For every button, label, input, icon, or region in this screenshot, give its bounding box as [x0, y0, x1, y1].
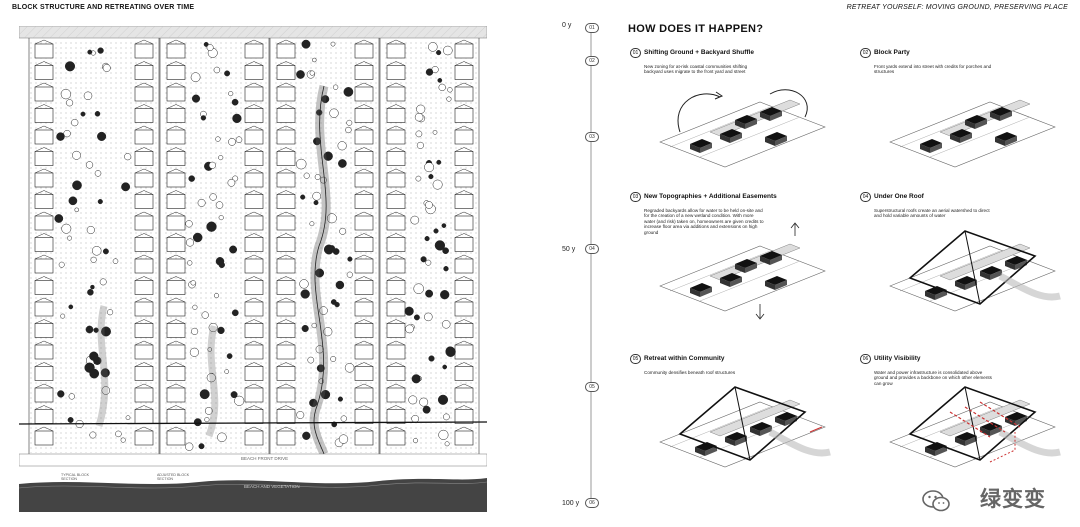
timeline-node: 03	[585, 132, 599, 142]
step-number: 05	[630, 353, 641, 364]
step-number: 04	[860, 191, 871, 202]
step-02-diagram	[889, 99, 1056, 168]
timeline-node: 02	[585, 56, 599, 66]
step-description: Superstructural roofs create an aerial w…	[874, 208, 990, 219]
right-page-title: RETREAT YOURSELF: MOVING GROUND, PRESERV…	[846, 4, 1068, 11]
step-description: Regraded backyards allow for water to be…	[644, 208, 764, 235]
step-title: Block Party	[874, 49, 910, 57]
step-description: Water and power infrastructure is consol…	[874, 370, 992, 386]
step-number: 03	[630, 191, 641, 202]
step-03-diagram	[659, 222, 826, 320]
block-plan-svg	[18, 25, 488, 512]
step-description: Front yards extend into street with cred…	[874, 64, 992, 75]
how-does-it-happen-title: HOW DOES IT HAPPEN?	[628, 23, 764, 35]
block-plan-drawing: BEACH FRONT DRIVE BEACH AND VEGETATION T…	[18, 25, 488, 512]
step-title: New Topographies + Additional Easements	[644, 193, 777, 201]
timeline-node: 06	[585, 498, 599, 508]
beach-label: BEACH AND VEGETATION	[244, 484, 300, 489]
step-number: 02	[860, 47, 871, 58]
step-title: Shifting Ground + Backyard Shuffle	[644, 49, 754, 57]
step-title: Retreat within Community	[644, 355, 725, 363]
watermark-text: 绿变变	[980, 488, 1046, 511]
road-label: BEACH FRONT DRIVE	[241, 456, 289, 461]
timeline-label: 100 y	[562, 500, 580, 507]
timeline: 0 y 50 y 100 y 01 02 03 04 05 06	[560, 18, 610, 518]
step-06-diagram	[889, 386, 1061, 468]
timeline-node: 01	[585, 23, 599, 33]
step-title: Utility Visibility	[874, 355, 921, 363]
left-page-title: BLOCK STRUCTURE AND RETREATING OVER TIME	[12, 4, 195, 11]
step-01-diagram	[659, 89, 826, 168]
wechat-icon	[922, 490, 950, 512]
step-04-diagram	[889, 230, 1061, 312]
timeline-node: 04	[585, 244, 599, 254]
step-title: Under One Roof	[874, 193, 924, 201]
timeline-label: 50 y	[562, 246, 576, 253]
section-label-mid: ADJUSTED BLOCK SECTION	[157, 473, 190, 481]
timeline-node: 05	[585, 382, 599, 392]
step-description: New zoning for at-risk coastal communiti…	[644, 64, 748, 75]
step-number: 06	[860, 353, 871, 364]
timeline-line	[590, 28, 592, 508]
step-description: Community densifies beneath roof structu…	[644, 370, 736, 375]
section-label-left: TYPICAL BLOCK SECTION	[61, 473, 90, 481]
step-05-diagram	[659, 386, 831, 468]
step-number: 01	[630, 47, 641, 58]
timeline-label: 0 y	[562, 22, 572, 29]
